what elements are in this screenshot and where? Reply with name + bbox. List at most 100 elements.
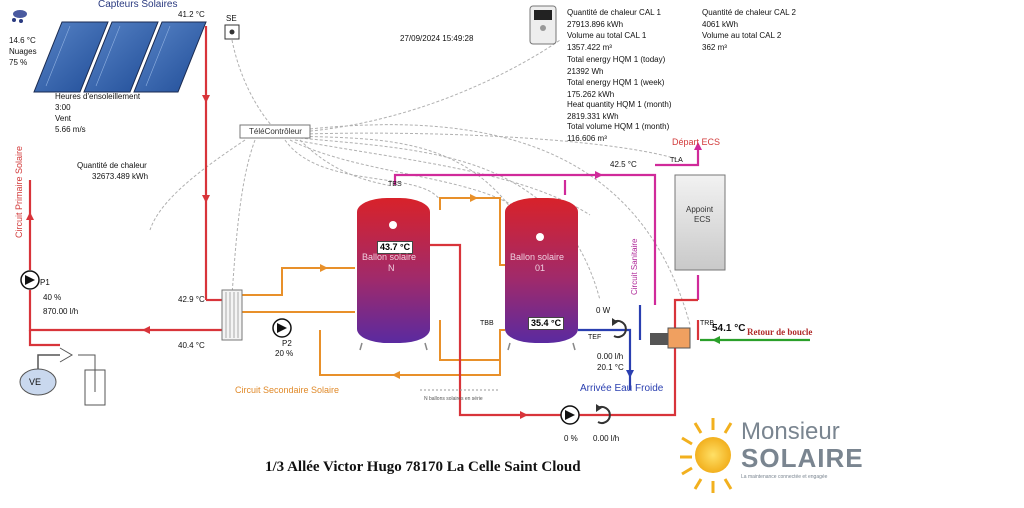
sunshine-label: Heures d'ensoleillement	[55, 92, 141, 101]
monsieur-solaire-logo-sun-icon	[680, 418, 733, 493]
secondary-circuit-pipes	[242, 197, 505, 376]
calorimeter-icon	[529, 5, 557, 45]
cal2-heat-label: Quantité de chaleur CAL 2	[702, 8, 796, 17]
sanitary-circuit-pipes	[393, 145, 700, 305]
loop-return-temperature: 54.1 °C	[712, 323, 746, 334]
remote-controller-box	[239, 124, 311, 139]
sensor-se-label: SE	[226, 14, 237, 23]
primary-heat-label: Quantité de chaleur	[77, 161, 147, 170]
brand-name-line1: Monsieur	[741, 418, 840, 445]
recirculation-pump-icon	[560, 405, 580, 425]
tanks-in-series-note: N ballons solaires en série	[424, 396, 483, 402]
pump-p1-name: P1	[40, 278, 50, 287]
primary-heat-value: 32673.489 kWh	[92, 172, 149, 181]
tank-01-label: Ballon solaire	[510, 252, 565, 262]
sensor-tbs: TBS	[388, 181, 402, 188]
solar-collector-panels	[33, 21, 207, 93]
hqm-week-label: Total energy HQM 1 (week)	[567, 78, 665, 87]
backup-heater	[674, 174, 726, 271]
cal2-volume-label: Volume au total CAL 2	[702, 31, 782, 40]
flow-arrow-icon	[202, 95, 210, 103]
appoint-label-2: ECS	[694, 215, 711, 224]
recirculation-pump-percent: 0 %	[564, 434, 578, 443]
secondary-circuit-label: Circuit Secondaire Solaire	[235, 385, 340, 395]
cal2-volume-value: 362 m³	[702, 43, 727, 52]
cal1-heat-value: 27913.896 kWh	[567, 20, 624, 29]
primary-circuit-pipes	[28, 26, 222, 347]
pump-p2-name: P2	[282, 339, 292, 348]
cold-water-pipes	[578, 305, 642, 390]
cold-water-temperature: 20.1 °C	[597, 363, 624, 372]
controller-label: TéléContrôleur	[249, 127, 302, 136]
sanitary-circuit-label: Circuit Sanitaire	[630, 238, 639, 295]
flow-arrow-icon	[520, 411, 528, 419]
cal2-heat-value: 4061 kWh	[702, 20, 739, 29]
flow-arrow-icon	[392, 371, 400, 379]
depart-ecs-label: Départ ECS	[672, 137, 721, 147]
pump-p1-percent: 40 %	[43, 293, 62, 302]
wind-label: Vent	[55, 114, 72, 123]
panels-title: Capteurs Solaires	[98, 0, 178, 10]
cloud-rain-icon	[12, 10, 27, 23]
loop-return-label: Retour de boucle	[747, 327, 813, 337]
solar-tank-01	[505, 198, 578, 351]
flow-meter-arrow-icon	[612, 318, 618, 326]
flow-arrow-icon	[320, 264, 328, 272]
sensor-tla: TLA	[670, 157, 683, 164]
hqm-volume-label: Total volume HQM 1 (month)	[567, 122, 670, 131]
tank-n-label: Ballon solaire	[362, 252, 417, 262]
hqm-today-value: 21392 Wh	[567, 67, 604, 76]
tank-01-number: 01	[535, 263, 546, 273]
primary-return-temperature: 40.4 °C	[178, 341, 205, 350]
pump-p1-icon	[20, 270, 40, 290]
hqm-week-value: 175.262 kWh	[567, 90, 615, 99]
flow-arrow-icon	[26, 212, 34, 220]
flow-arrow-icon	[142, 326, 150, 334]
wind-value: 5.66 m/s	[55, 125, 86, 134]
depart-temperature: 42.5 °C	[610, 160, 637, 169]
mixing-valve	[650, 327, 691, 349]
recirculation-flow: 0.00 l/h	[593, 434, 620, 443]
cal1-heat-label: Quantité de chaleur CAL 1	[567, 8, 661, 17]
flow-meter-icon	[597, 320, 627, 424]
cold-water-label: Arrivée Eau Froide	[580, 383, 664, 394]
flow-meter-arrow-icon	[596, 404, 602, 412]
solar-tank-n	[357, 198, 430, 351]
hx-inlet-temperature: 42.9 °C	[178, 295, 205, 304]
cloud-percentage: 75 %	[9, 58, 28, 67]
appoint-label: Appoint	[686, 205, 714, 214]
cold-water-flow: 0.00 l/h	[597, 352, 624, 361]
tank-n-number: N	[388, 263, 395, 273]
flow-arrow-icon	[202, 195, 210, 203]
outdoor-temperature: 14.6 °C	[9, 36, 36, 45]
expansion-vessel-label: VE	[29, 377, 42, 387]
brand-tagline: La maintenance connectée et engagée	[741, 474, 828, 480]
hqm-today-label: Total energy HQM 1 (today)	[567, 55, 666, 64]
sensor-trb: TRB	[700, 320, 714, 327]
primary-flow: 870.00 l/h	[43, 307, 79, 316]
tank-01-temperature: 35.4 °C	[528, 317, 565, 330]
flow-arrow-icon	[694, 142, 702, 150]
heat-exchanger	[221, 289, 243, 341]
tank-n-temperature: 43.7 °C	[377, 241, 414, 254]
hqm-month-label: Heat quantity HQM 1 (month)	[567, 100, 672, 109]
cal1-volume-label: Volume au total CAL 1	[567, 31, 647, 40]
flow-arrow-icon	[595, 171, 603, 179]
sensor-tef: TEF	[588, 334, 602, 341]
site-address: 1/3 Allée Victor Hugo 78170 La Celle Sai…	[265, 459, 581, 475]
flow-arrow-icon	[626, 370, 634, 378]
sunshine-value: 3:00	[55, 103, 71, 112]
primary-circuit-label: Circuit Primaire Solaire	[14, 145, 24, 238]
pump-p2-percent: 20 %	[275, 349, 294, 358]
hqm-volume-value: 116.606 m³	[567, 134, 607, 143]
collector-temperature: 41.2 °C	[178, 10, 205, 19]
expansion-vessel	[19, 347, 106, 406]
cold-water-power: 0 W	[596, 306, 611, 315]
cal1-volume-value: 1357.422 m³	[567, 43, 612, 52]
flow-arrow-icon	[470, 194, 478, 202]
sensor-tbb: TBB	[480, 320, 494, 327]
timestamp: 27/09/2024 15:49:28	[400, 34, 474, 43]
brand-name-line2: SOLAIRE	[741, 443, 864, 473]
